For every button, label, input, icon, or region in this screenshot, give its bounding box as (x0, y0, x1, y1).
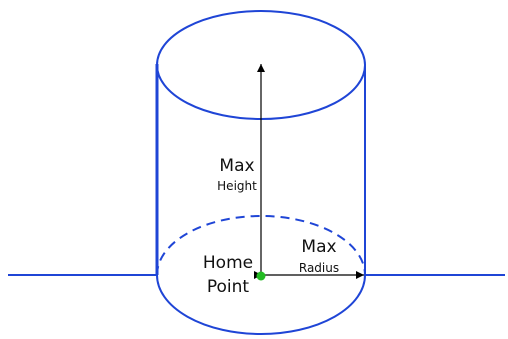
max-height-label-line2: Height (217, 179, 257, 193)
cylinder-bottom-front (156, 274, 366, 335)
max-radius-label-line1: Max (301, 237, 336, 257)
home-point-label-line1: Home (203, 253, 253, 273)
home-point-dot (256, 271, 266, 281)
max-radius-label-line2: Radius (299, 261, 339, 275)
cylinder-bottom-back-dashed (156, 215, 366, 276)
home-point-label-line2: Point (207, 277, 250, 297)
max-height-label-line1: Max (219, 156, 254, 176)
